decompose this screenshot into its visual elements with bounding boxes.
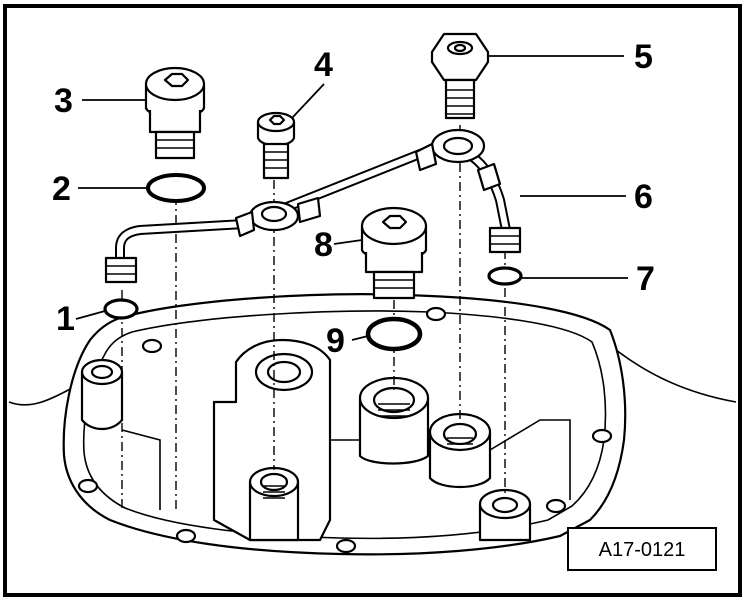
callout-3: 3 (54, 82, 73, 120)
part-4-banjo-bolt (256, 111, 296, 180)
callout-8: 8 (314, 226, 333, 264)
callout-4: 4 (314, 46, 333, 84)
leader-lines (75, 55, 628, 341)
housing-cover (8, 293, 737, 556)
part-5-hex-bolt (430, 32, 490, 120)
callout-2: 2 (52, 170, 71, 208)
callout-7: 7 (636, 260, 655, 298)
callout-1: 1 (56, 300, 75, 338)
diagram-border (3, 4, 742, 597)
callout-9: 9 (326, 322, 345, 360)
part-3-plug-bolt (144, 66, 206, 160)
reference-code: A17-0121 (599, 539, 686, 561)
part-8-plug-bolt (360, 206, 428, 300)
part-1-o-ring (103, 298, 139, 320)
callout-5: 5 (634, 38, 653, 76)
part-2-o-ring (146, 173, 206, 203)
part-6-pipe (104, 128, 522, 284)
callout-6: 6 (634, 178, 653, 216)
part-9-o-ring (365, 316, 423, 352)
reference-code-box (567, 527, 717, 571)
part-7-o-ring (487, 266, 523, 286)
